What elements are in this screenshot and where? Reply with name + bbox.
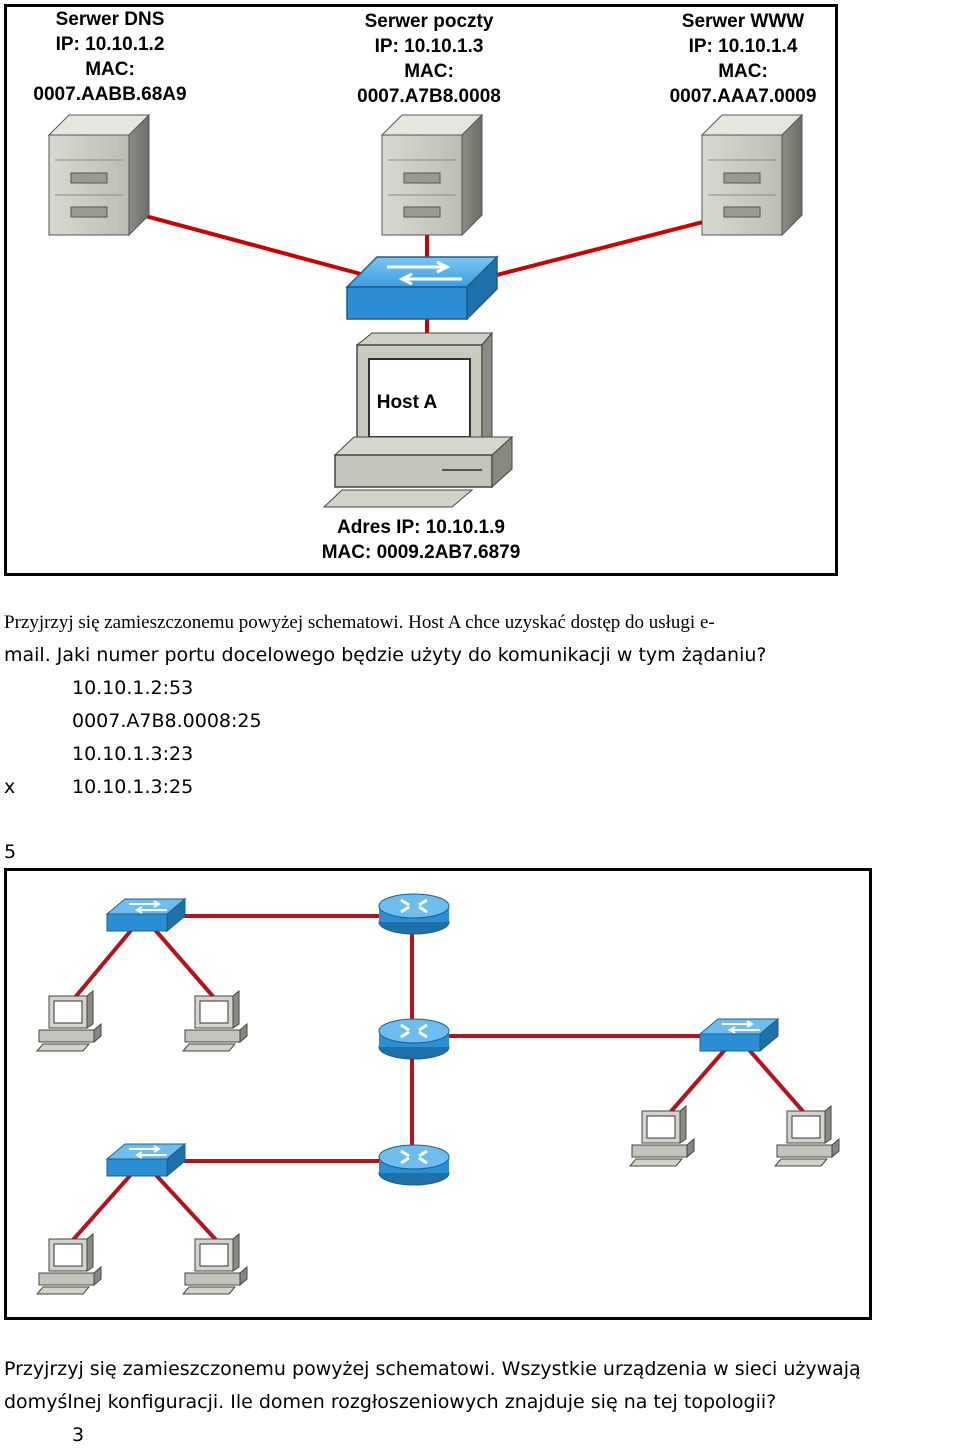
svg-text:0007.AABB.68A9: 0007.AABB.68A9 <box>33 84 186 105</box>
svg-text:0007.AAA7.0009: 0007.AAA7.0009 <box>670 86 817 107</box>
svg-text:MAC:: MAC: <box>85 59 135 80</box>
workstation-icon <box>629 1105 695 1167</box>
question-2-text: Przyjrzyj się zamieszczonemu powyżej sch… <box>4 1353 861 1419</box>
server-icon <box>47 113 151 237</box>
answer-option-a: 10.10.1.2:53 <box>72 677 194 699</box>
host-ip-label: Adres IP: 10.10.1.9 <box>337 517 505 538</box>
host-mac-label: MAC: 0009.2AB7.6879 <box>322 542 521 563</box>
question-number: 5 <box>4 841 17 863</box>
workstation-icon <box>182 1233 248 1295</box>
question-2-text-line1: Przyjrzyj się zamieszczonemu powyżej sch… <box>4 1358 861 1380</box>
network-diagram-1: Serwer DNS IP: 10.10.1.2 MAC: 0007.AABB.… <box>4 4 838 576</box>
svg-text:MAC:: MAC: <box>718 61 768 82</box>
router-icon <box>377 892 451 936</box>
svg-text:IP: 10.10.1.4: IP: 10.10.1.4 <box>689 36 798 57</box>
question-2-answer: 3 <box>72 1424 85 1446</box>
question-1-text: Przyjrzyj się zamieszczonemu powyżej sch… <box>4 606 766 672</box>
workstation-icon <box>182 990 248 1052</box>
router-icon <box>377 1017 451 1061</box>
svg-text:Serwer WWW: Serwer WWW <box>682 11 805 32</box>
mail-server-label: Serwer poczty IP: 10.10.1.3 MAC: 0007.A7… <box>357 11 501 107</box>
switch-icon <box>699 1018 779 1052</box>
svg-text:IP: 10.10.1.3: IP: 10.10.1.3 <box>375 36 484 57</box>
switch-icon <box>106 1143 186 1177</box>
svg-text:0007.A7B8.0008: 0007.A7B8.0008 <box>357 86 501 107</box>
svg-text:Serwer poczty: Serwer poczty <box>365 11 494 32</box>
answer-option-b: 0007.A7B8.0008:25 <box>72 710 262 732</box>
server-icon <box>700 113 804 237</box>
svg-text:MAC:: MAC: <box>404 61 454 82</box>
svg-text:Serwer DNS: Serwer DNS <box>56 9 165 30</box>
workstation-icon <box>774 1105 840 1167</box>
router-icon <box>377 1143 451 1187</box>
links-2 <box>70 911 809 1243</box>
switch-icon <box>345 255 499 321</box>
question-1-text-part1: Przyjrzyj się zamieszczonemu powyżej sch… <box>4 612 715 633</box>
link-www-switch <box>488 210 743 279</box>
answer-option-d: 10.10.1.3:25 <box>72 776 194 798</box>
link-dns-switch <box>111 205 373 279</box>
network-diagram-2 <box>4 868 872 1320</box>
workstation-icon <box>36 1233 102 1295</box>
workstation-icon <box>322 331 514 508</box>
answer-option-c: 10.10.1.3:23 <box>72 743 194 765</box>
server-icon <box>380 113 484 237</box>
question-1-text-part2: mail. Jaki numer portu docelowego będzie… <box>4 644 767 666</box>
dns-server-label: Serwer DNS IP: 10.10.1.2 MAC: 0007.AABB.… <box>33 9 186 105</box>
www-server-label: Serwer WWW IP: 10.10.1.4 MAC: 0007.AAA7.… <box>670 11 817 107</box>
question-2-text-line2: domyślnej konfiguracji. Ile domen rozgło… <box>4 1391 777 1413</box>
diagram-1-canvas: Serwer DNS IP: 10.10.1.2 MAC: 0007.AABB.… <box>33 9 817 563</box>
svg-text:IP: 10.10.1.2: IP: 10.10.1.2 <box>56 34 165 55</box>
host-screen-label: Host A <box>377 392 438 413</box>
correct-answer-mark: x <box>4 776 16 798</box>
diagram-2-canvas <box>36 892 840 1295</box>
switch-icon <box>106 898 186 932</box>
workstation-icon <box>36 990 102 1052</box>
